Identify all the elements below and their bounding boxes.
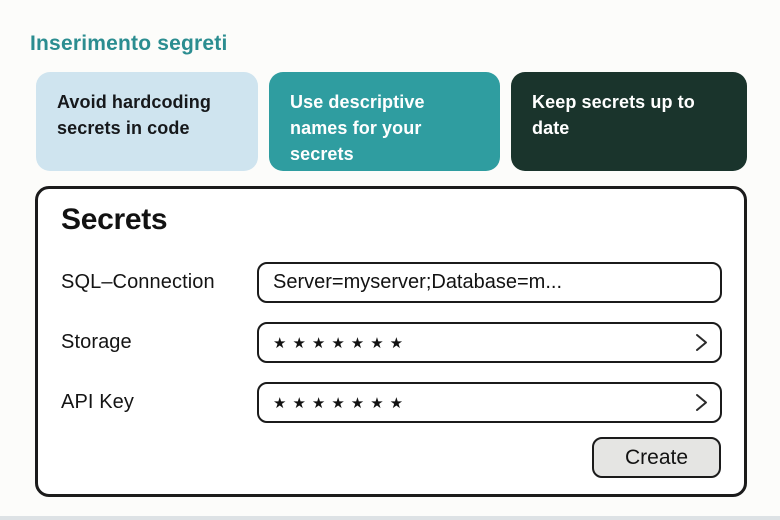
field-row-storage: Storage ★★★★★★★ — [61, 322, 722, 363]
tip-card-avoid-hardcoding: Avoid hardcoding secrets in code — [36, 72, 258, 171]
tip-card-up-to-date: Keep secrets up to date — [511, 72, 747, 171]
sql-connection-label: SQL–Connection — [61, 271, 215, 293]
storage-input[interactable]: ★★★★★★★ — [257, 322, 722, 363]
tip-card-descriptive-names: Use descriptive names for your secrets — [269, 72, 500, 171]
api-key-input[interactable]: ★★★★★★★ — [257, 382, 722, 423]
storage-label: Storage — [61, 331, 132, 353]
storage-value-masked: ★★★★★★★ — [273, 335, 410, 352]
tips-row: Avoid hardcoding secrets in code Use des… — [36, 72, 747, 171]
secrets-panel: Secrets SQL–Connection Server=myserver;D… — [35, 186, 747, 497]
panel-heading: Secrets — [61, 203, 168, 236]
api-key-value-masked: ★★★★★★★ — [273, 395, 410, 412]
chevron-right-icon[interactable] — [695, 392, 708, 413]
sql-connection-value: Server=myserver;Database=m... — [273, 271, 562, 293]
page-title: Inserimento segreti — [30, 32, 228, 55]
bottom-edge-divider — [0, 516, 780, 520]
api-key-label: API Key — [61, 391, 134, 413]
sql-connection-input[interactable]: Server=myserver;Database=m... — [257, 262, 722, 303]
field-row-sql-connection: SQL–Connection Server=myserver;Database=… — [61, 262, 722, 303]
chevron-right-icon[interactable] — [695, 332, 708, 353]
create-button[interactable]: Create — [592, 437, 721, 478]
field-row-api-key: API Key ★★★★★★★ — [61, 382, 722, 423]
